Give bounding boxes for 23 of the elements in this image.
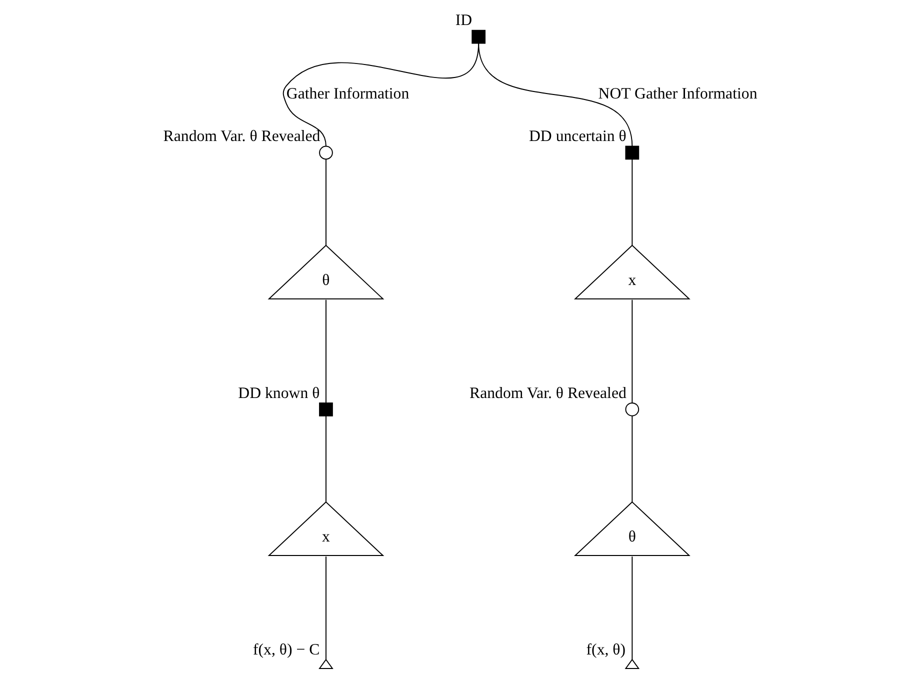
node-label: ID — [454, 12, 472, 30]
connector — [631, 299, 632, 404]
connector — [631, 415, 632, 503]
connector — [324, 556, 326, 660]
node-box — [471, 30, 486, 44]
connector — [324, 299, 326, 404]
node-label: f(x, θ) — [586, 641, 626, 658]
edge-label: NOT Gather Information — [598, 86, 757, 103]
node-box — [624, 146, 639, 160]
connector — [478, 42, 632, 147]
node-circle — [318, 146, 332, 160]
connector — [324, 415, 326, 503]
node-label: DD uncertain θ — [528, 128, 626, 146]
connector — [631, 158, 632, 246]
connector — [324, 158, 326, 246]
connector — [631, 556, 632, 660]
node-label: DD known θ — [238, 384, 320, 402]
node-label: Random Var. θ Revealed — [468, 384, 626, 402]
node-circle — [624, 402, 639, 416]
node-label: Random Var. θ Revealed — [162, 128, 320, 146]
node-label: f(x, θ) − C — [252, 641, 320, 658]
node-box — [318, 402, 332, 416]
edge-label: Gather Information — [286, 86, 409, 103]
